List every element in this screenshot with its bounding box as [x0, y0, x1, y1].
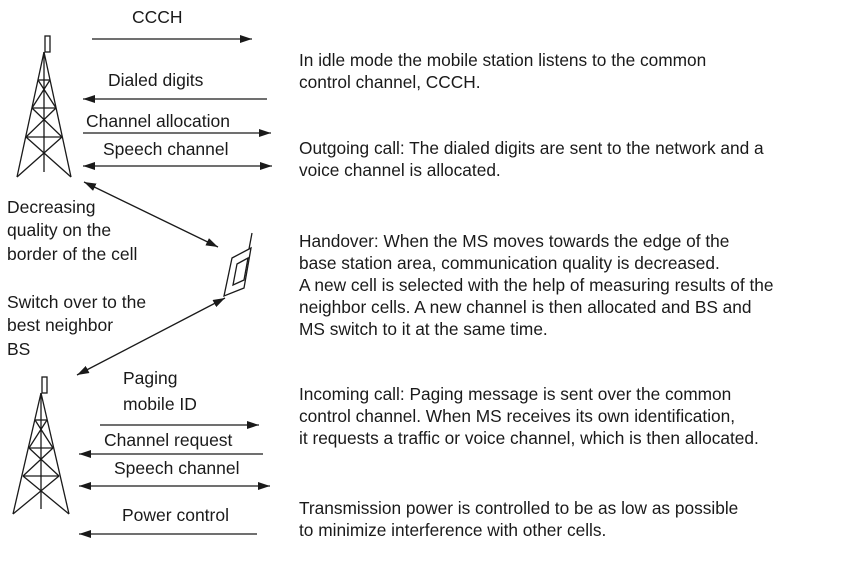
switch-over-note-line3: BS: [7, 339, 30, 359]
description-line: Handover: When the MS moves towards the …: [299, 231, 730, 251]
dialed-digits-label: Dialed digits: [108, 70, 204, 90]
channel-allocation-label: Channel allocation: [86, 111, 230, 131]
ccch-label: CCCH: [132, 7, 183, 27]
handover-arrow-to-old-bs: [83, 181, 219, 248]
incoming-call-description: Incoming call: Paging message is sent ov…: [299, 383, 759, 449]
description-line: Incoming call: Paging message is sent ov…: [299, 384, 732, 404]
mobile-station-icon: [223, 232, 253, 298]
outgoing-call-description: Outgoing call: The dialed digits are sen…: [299, 137, 764, 181]
handover-arrow-to-new-bs: [76, 297, 226, 376]
description-line: Outgoing call: The dialed digits are sen…: [299, 138, 764, 158]
base-station-bottom-icon: [12, 376, 70, 515]
channel-request-label: Channel request: [104, 430, 233, 450]
description-line: control channel. When MS receives its ow…: [299, 406, 736, 426]
description-line: MS switch to it at the same time.: [299, 319, 548, 339]
speech-channel-top-label: Speech channel: [103, 139, 229, 159]
switch-over-note-line1: Switch over to the: [7, 292, 146, 312]
description-line: to minimize interference with other cell…: [299, 520, 607, 540]
switch-over-note-line2: best neighbor: [7, 315, 113, 335]
description-line: neighbor cells. A new channel is then al…: [299, 297, 752, 317]
power-control-description: Transmission power is controlled to be a…: [299, 497, 738, 541]
base-station-top-icon: [16, 35, 72, 178]
description-line: control channel, CCCH.: [299, 72, 481, 92]
idle-mode-description: In idle mode the mobile station listens …: [299, 49, 706, 93]
handover-description: Handover: When the MS moves towards the …: [299, 230, 774, 340]
decreasing-quality-note-line1: Decreasing: [7, 197, 96, 217]
description-line: In idle mode the mobile station listens …: [299, 50, 707, 70]
description-line: it requests a traffic or voice channel, …: [299, 428, 759, 448]
description-line: Transmission power is controlled to be a…: [299, 498, 739, 518]
decreasing-quality-note-line3: border of the cell: [7, 244, 137, 264]
power-control-label: Power control: [122, 505, 229, 525]
decreasing-quality-note-line2: quality on the: [7, 220, 111, 240]
description-line: base station area, communication quality…: [299, 253, 720, 273]
paging-label-line1: Paging: [123, 368, 178, 388]
speech-channel-bottom-label: Speech channel: [114, 458, 240, 478]
paging-label-line2: mobile ID: [123, 394, 197, 414]
description-line: A new cell is selected with the help of …: [299, 275, 774, 295]
description-line: voice channel is allocated.: [299, 160, 501, 180]
